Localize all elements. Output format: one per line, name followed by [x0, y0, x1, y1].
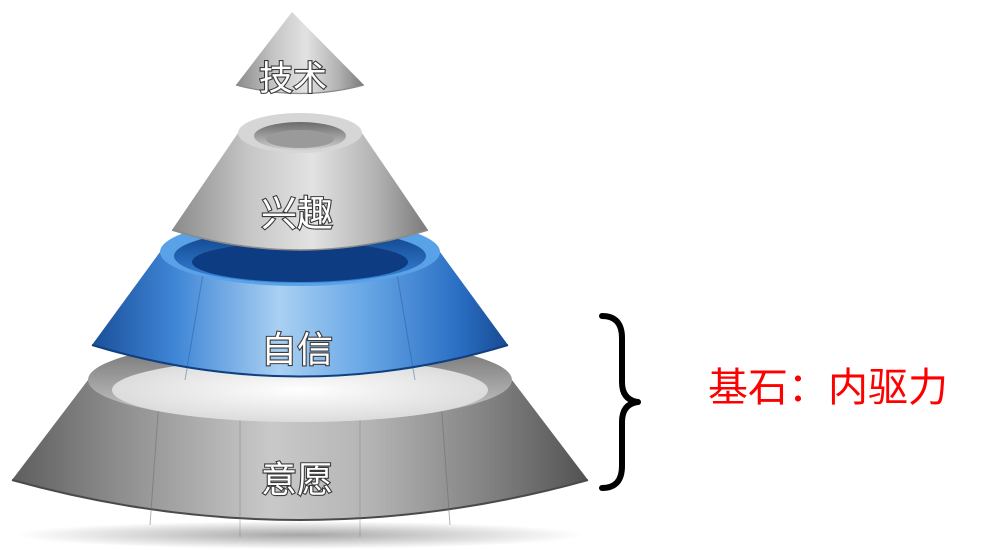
curly-brace	[599, 313, 641, 491]
annotation-label: 基石：内驱力	[708, 365, 948, 411]
pyramid-diagram: 技术 兴趣 自信 意愿	[11, 12, 589, 549]
pyramid-tier-bottom	[11, 338, 589, 537]
tier-label-willingness: 意愿	[261, 460, 333, 501]
tier-label-interest: 兴趣	[261, 194, 333, 235]
pyramid-tier-top	[235, 12, 365, 95]
pyramid-tier-blue	[91, 218, 509, 381]
pyramid-tier-middle	[171, 113, 429, 251]
tier-label-technique: 技术	[259, 59, 327, 99]
tier-label-confidence: 自信	[261, 330, 333, 371]
